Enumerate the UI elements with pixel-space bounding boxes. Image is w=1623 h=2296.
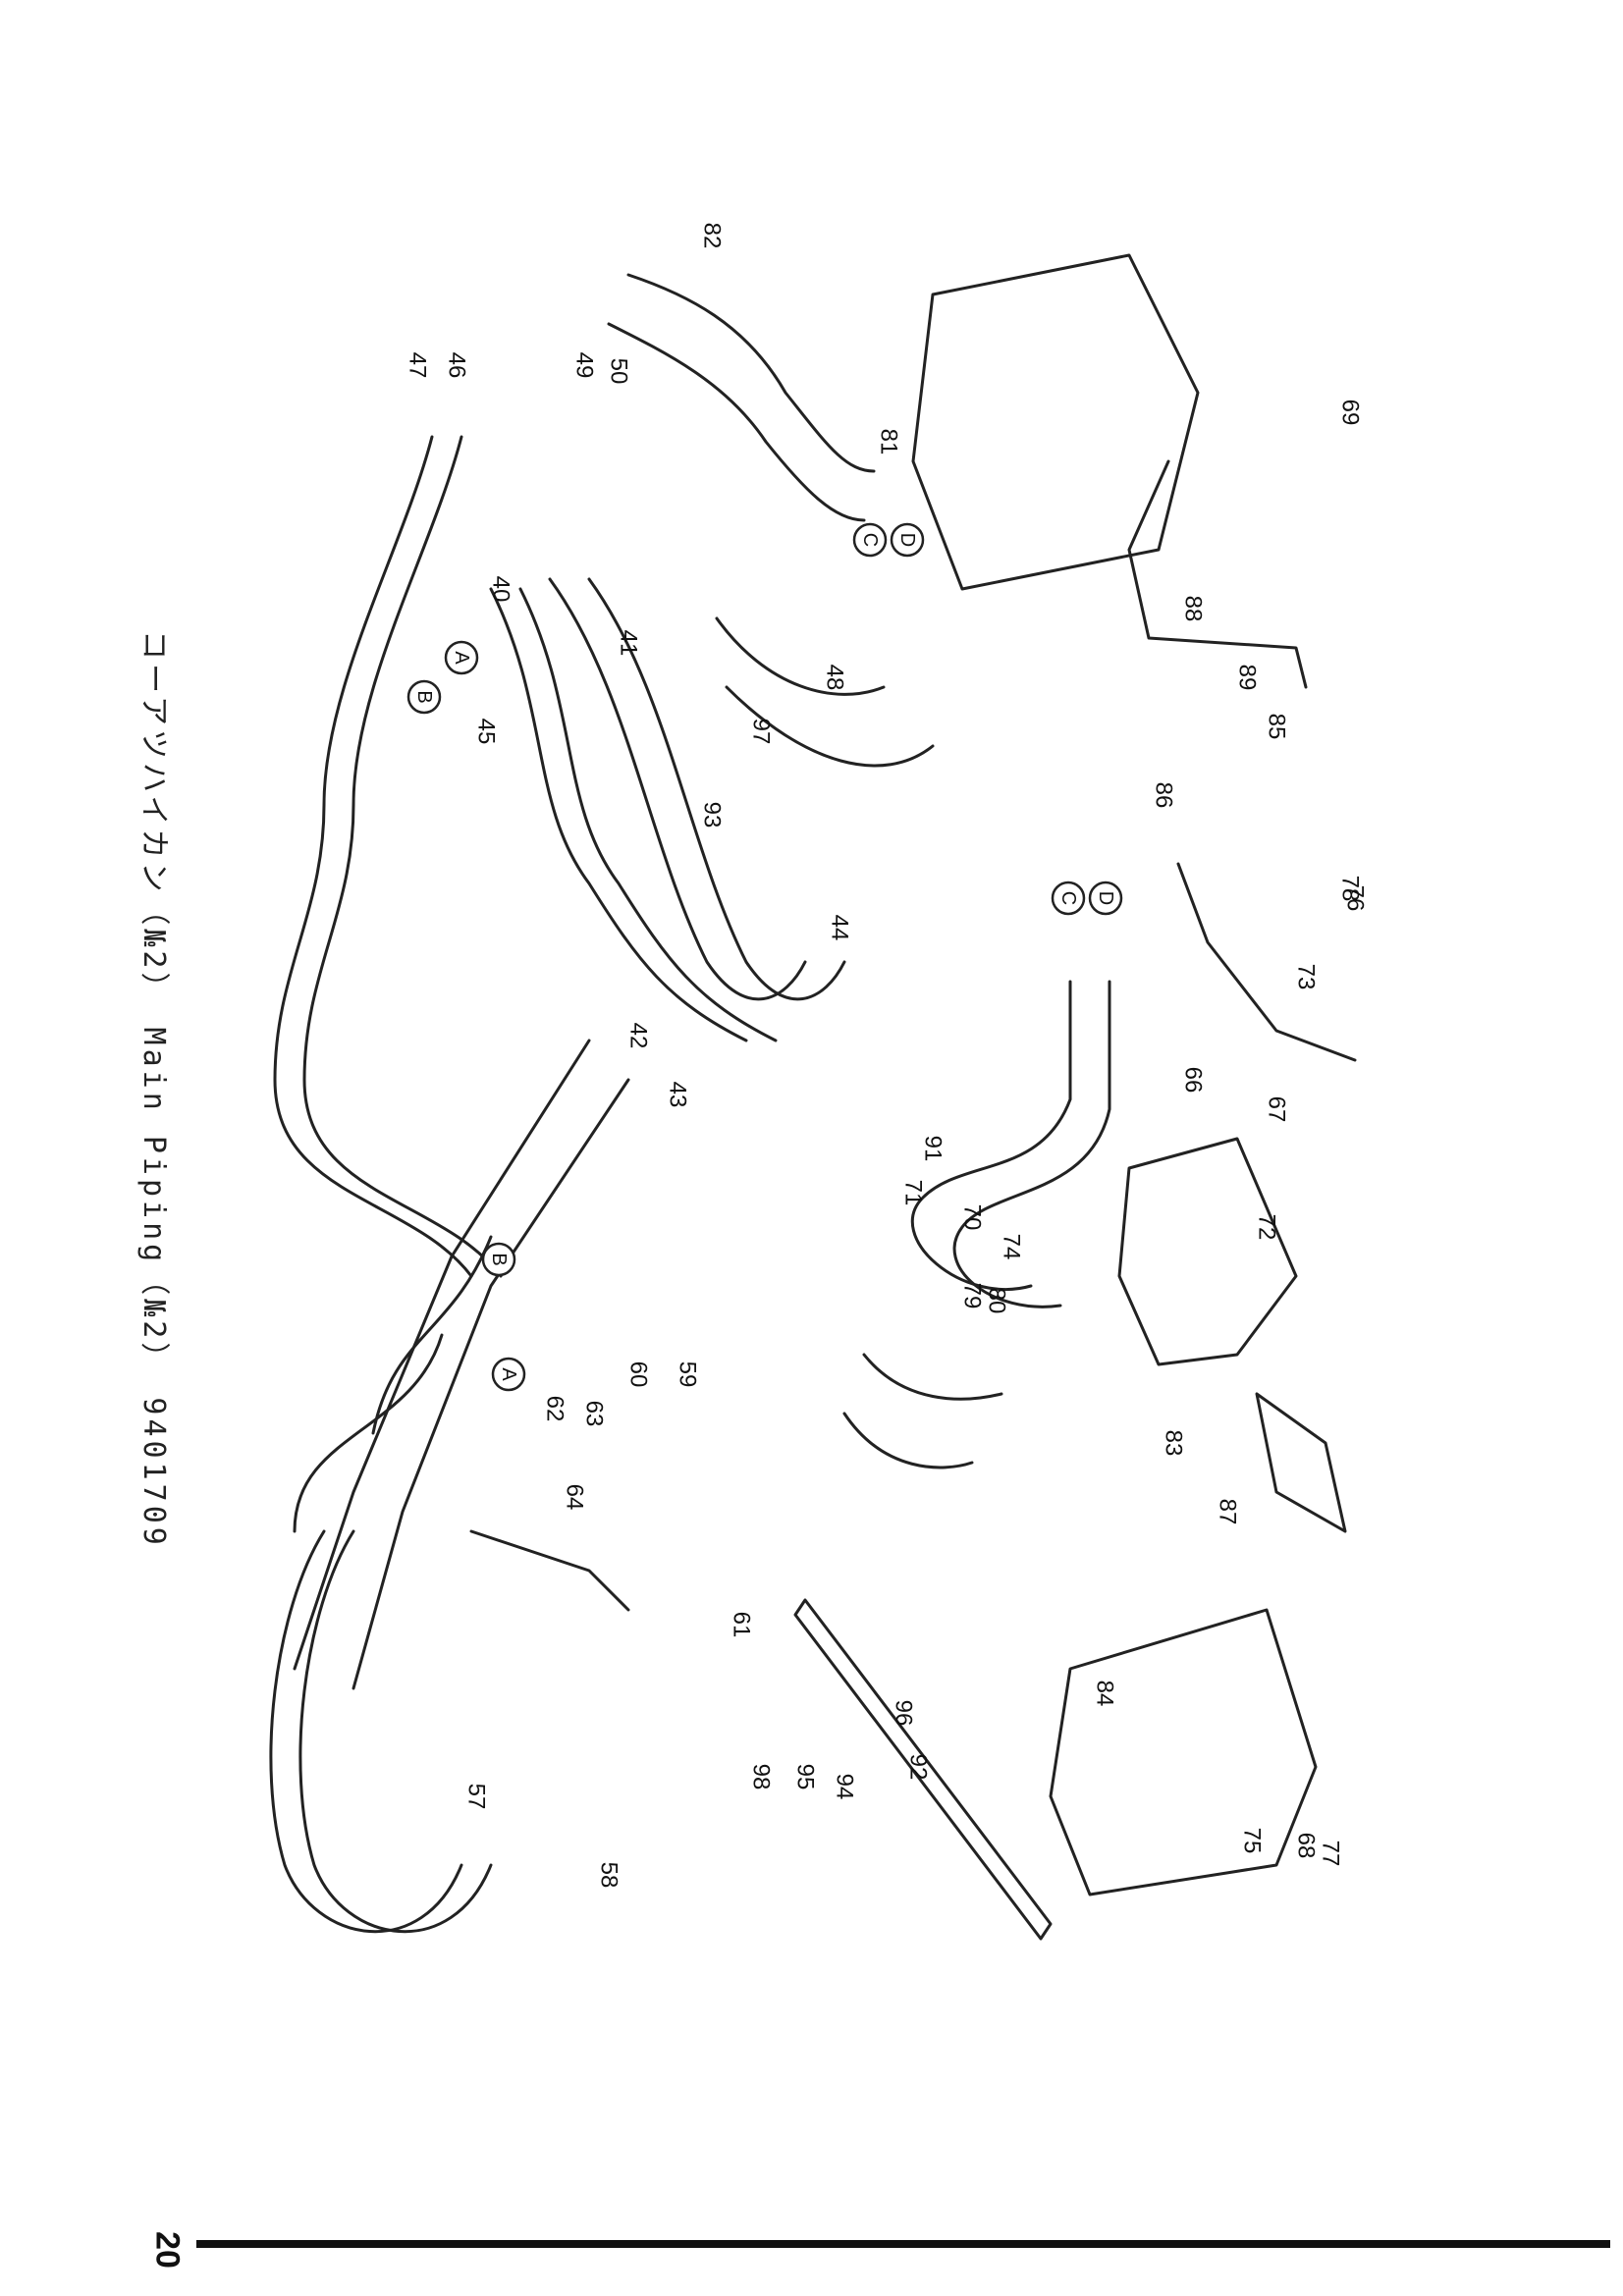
hose-82-lower-2 — [842, 1412, 974, 1469]
hose-82-upper-2 — [607, 322, 866, 522]
part-number-label-74: 74 — [999, 1234, 1025, 1260]
bracket-92 — [793, 1598, 1053, 1941]
part-number-label-69: 69 — [1337, 400, 1364, 426]
part-number-label-67: 67 — [1264, 1096, 1290, 1123]
hose-82-mid — [715, 616, 886, 696]
part-number-label-49: 49 — [571, 352, 598, 379]
part-number-label-96: 96 — [891, 1700, 917, 1727]
part-number-label-92: 92 — [905, 1754, 932, 1781]
part-number-label-44: 44 — [827, 915, 853, 941]
part-number-label-40: 40 — [488, 576, 514, 603]
part-number-label-50: 50 — [606, 358, 632, 385]
part-number-label-97: 97 — [748, 719, 775, 745]
part-number-label-60: 60 — [625, 1362, 652, 1388]
pipe-42 — [293, 1039, 591, 1671]
callout-d-label-2: D — [1095, 891, 1116, 905]
part-number-label-81: 81 — [876, 429, 902, 455]
part-number-label-64: 64 — [562, 1484, 588, 1511]
part-number-label-71: 71 — [900, 1180, 927, 1206]
pipe-run-upper-3 — [489, 587, 748, 1042]
part-number-label-75: 75 — [1239, 1828, 1266, 1854]
part-number-label-63: 63 — [581, 1401, 608, 1427]
callout-b-label-2: B — [488, 1253, 510, 1265]
pipe-57 — [269, 1529, 463, 1933]
part-number-label-62: 62 — [542, 1396, 568, 1422]
callout-c-label-2: C — [1057, 891, 1079, 905]
part-number-label-83: 83 — [1161, 1430, 1187, 1457]
pipe-b — [371, 1235, 493, 1435]
pipe-66 — [1176, 862, 1357, 1062]
pipe-c — [910, 980, 1072, 1292]
part-number-label-73: 73 — [1293, 964, 1320, 990]
part-number-label-72: 72 — [1254, 1214, 1280, 1241]
pipe-a — [293, 1333, 444, 1533]
pipe-64 — [469, 1529, 630, 1612]
footer-rule — [196, 2240, 1610, 2248]
pipe-58 — [298, 1529, 493, 1933]
valve-center — [1117, 1137, 1298, 1366]
pipe-44b — [587, 577, 846, 1001]
part-number-label-79: 79 — [959, 1283, 986, 1309]
callout-a-2 — [491, 1357, 526, 1392]
part-number-label-82: 82 — [699, 223, 726, 249]
part-number-label-68: 68 — [1293, 1833, 1320, 1859]
hose-82-mid-2 — [725, 685, 935, 768]
pipe-run-upper-4 — [518, 587, 778, 1042]
pipe-68 — [1255, 1392, 1347, 1533]
part-number-label-89: 89 — [1234, 665, 1261, 691]
callout-c-label-1: C — [859, 533, 881, 547]
callout-c-2 — [1051, 881, 1086, 916]
part-number-label-76: 76 — [1342, 885, 1369, 912]
part-number-label-47: 47 — [405, 352, 431, 379]
part-number-label-61: 61 — [729, 1612, 755, 1638]
part-number-label-95: 95 — [792, 1764, 819, 1790]
pipe-run-upper-2 — [302, 435, 503, 1278]
pipe-d — [952, 980, 1111, 1308]
part-number-label-86: 86 — [1151, 782, 1177, 809]
part-number-label-80: 80 — [984, 1288, 1010, 1314]
part-number-label-93: 93 — [699, 802, 726, 828]
part-number-label-94: 94 — [832, 1774, 858, 1800]
part-number-label-48: 48 — [822, 665, 848, 691]
part-number-label-85: 85 — [1264, 714, 1290, 740]
control-valve-lower — [1049, 1608, 1318, 1896]
part-number-label-57: 57 — [463, 1784, 490, 1810]
part-number-label-43: 43 — [665, 1082, 691, 1108]
callout-a-label-2: A — [498, 1367, 519, 1381]
part-number-label-42: 42 — [625, 1023, 652, 1049]
part-number-label-66: 66 — [1180, 1067, 1207, 1094]
pipe-43 — [352, 1078, 630, 1690]
part-number-label-77: 77 — [1318, 1841, 1344, 1867]
hose-82-lower — [862, 1353, 1003, 1401]
control-valve-upper — [911, 253, 1200, 591]
part-number-label-46: 46 — [444, 352, 470, 379]
callout-a-label-1: A — [451, 651, 472, 665]
part-number-label-88: 88 — [1180, 596, 1207, 622]
hose-82-upper — [626, 273, 876, 473]
callout-b-1 — [406, 679, 442, 715]
callout-d-1 — [890, 522, 925, 558]
callout-c-1 — [852, 522, 888, 558]
part-number-label-41: 41 — [616, 630, 642, 657]
part-number-label-87: 87 — [1215, 1499, 1241, 1525]
part-number-label-45: 45 — [473, 719, 500, 745]
pipe-run-upper-1 — [273, 435, 473, 1278]
callout-a-1 — [444, 640, 479, 675]
page-number: 20 — [148, 2231, 187, 2269]
part-number-label-98: 98 — [748, 1764, 775, 1790]
pipe-44 — [548, 577, 807, 1001]
part-number-label-78: 78 — [1337, 876, 1364, 902]
part-number-label-70: 70 — [959, 1204, 986, 1231]
part-number-label-58: 58 — [596, 1862, 622, 1889]
part-number-label-59: 59 — [675, 1362, 701, 1388]
part-number-label-91: 91 — [920, 1136, 947, 1162]
callout-b-2 — [481, 1242, 516, 1277]
callout-d-2 — [1088, 881, 1123, 916]
callout-d-label-1: D — [896, 533, 918, 547]
part-number-label-84: 84 — [1092, 1681, 1118, 1707]
pipe-69 — [1127, 459, 1308, 689]
callout-b-label-1: B — [413, 690, 435, 703]
